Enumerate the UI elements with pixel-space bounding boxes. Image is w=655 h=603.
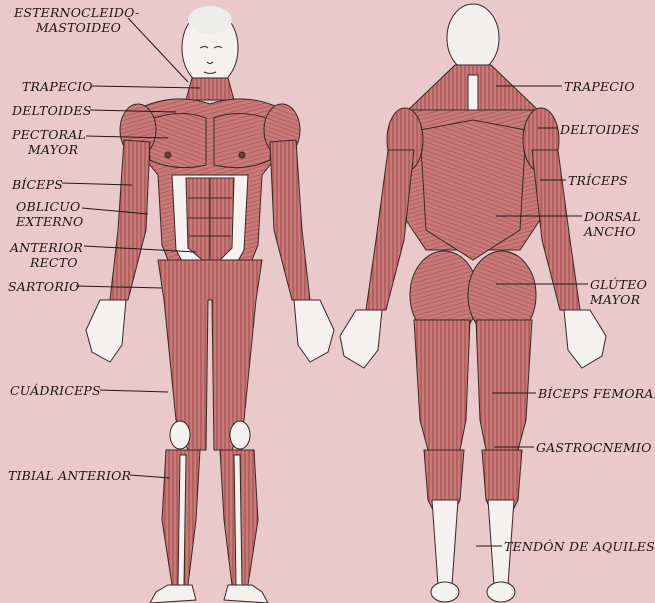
- label-dorsal-ancho: DORSAL ANCHO: [584, 209, 641, 239]
- label-trapecio-back: TRAPECIO: [564, 79, 635, 94]
- label-esternocleido-mastoideo: ESTERNOCLEIDO- MASTOIDEO: [14, 5, 139, 35]
- label-anterior-recto: ANTERIOR RECTO: [10, 240, 83, 270]
- label-tibial-anterior: TIBIAL ANTERIOR: [8, 468, 131, 483]
- label-tendon-de-aquiles: TENDÓN DE AQUILES: [504, 539, 655, 554]
- label-pectoral-mayor: PECTORAL MAYOR: [12, 127, 86, 157]
- front-figure: [86, 6, 334, 603]
- label-oblicuo-externo: OBLICUO EXTERNO: [16, 199, 83, 229]
- label-triceps: TRÍCEPS: [568, 173, 628, 188]
- label-line: ANTERIOR: [10, 240, 83, 255]
- label-line: ESTERNOCLEIDO-: [14, 5, 139, 20]
- label-trapecio-front: TRAPECIO: [22, 79, 93, 94]
- label-deltoides-back: DELTOIDES: [560, 122, 639, 137]
- label-line: MAYOR: [12, 142, 86, 157]
- label-line: PECTORAL: [12, 127, 86, 142]
- label-line: DORSAL: [584, 209, 641, 224]
- label-biceps-femoral: BÍCEPS FEMORAL: [538, 386, 655, 401]
- label-line: OBLICUO: [16, 199, 83, 214]
- label-line: RECTO: [10, 255, 83, 270]
- label-gluteo-mayor: GLÚTEO MAYOR: [590, 277, 647, 307]
- label-line: GLÚTEO: [590, 277, 647, 292]
- label-cuadriceps: CUÁDRICEPS: [10, 383, 101, 398]
- label-line: ANCHO: [584, 224, 641, 239]
- label-line: MASTOIDEO: [14, 20, 139, 35]
- label-line: MAYOR: [590, 292, 647, 307]
- label-gastrocnemio: GASTROCNEMIO: [536, 440, 652, 455]
- label-sartorio: SARTORIO: [8, 279, 80, 294]
- label-biceps-front: BÍCEPS: [12, 177, 63, 192]
- label-deltoides-front: DELTOIDES: [12, 103, 91, 118]
- label-line: EXTERNO: [16, 214, 83, 229]
